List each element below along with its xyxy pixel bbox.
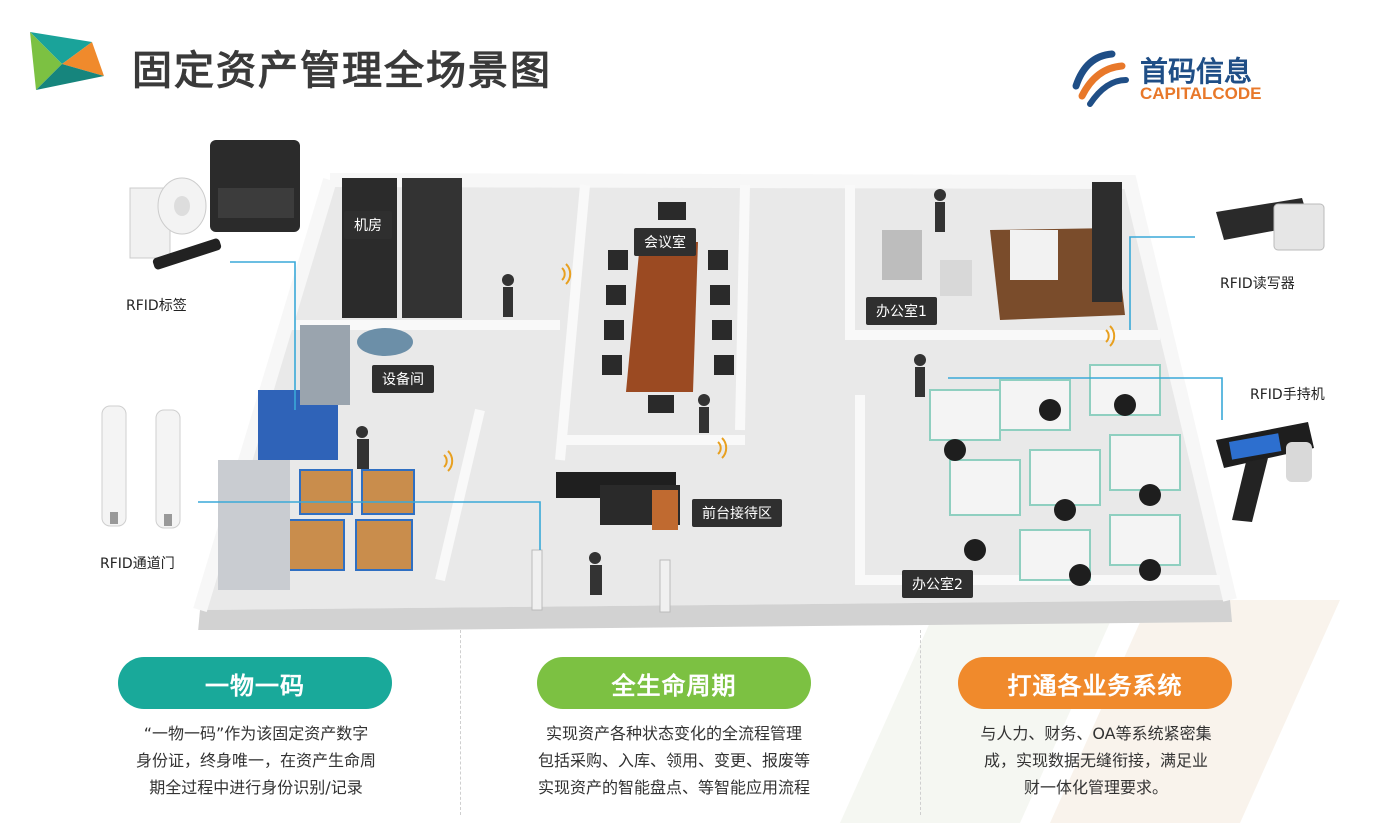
page-title: 固定资产管理全场景图 [132, 48, 552, 94]
desc-line: 期全过程中进行身份识别/记录 [149, 778, 363, 797]
feature-pill-integration: 打通各业务系统 [958, 657, 1232, 709]
desc-line: 实现资产的智能盘点、等智能应用流程 [537, 778, 810, 797]
room-label-office2: 办公室2 [902, 570, 973, 598]
desc-line: 包括采购、入库、领用、变更、报废等 [537, 751, 810, 770]
rfid-handheld-label: RFID手持机 [1250, 387, 1325, 403]
feature-pill-one-code: 一物一码 [118, 657, 392, 709]
room-label-server-room: 机房 [344, 211, 392, 239]
capitalcode-logo-icon [1072, 50, 1129, 107]
room-label-meeting-room: 会议室 [634, 228, 696, 256]
room-label-reception: 前台接待区 [692, 499, 782, 527]
feature-pill-lifecycle: 全生命周期 [537, 657, 811, 709]
brand-name-en: CAPITALCODE [1140, 84, 1262, 103]
desc-line: “一物一码”作为该固定资产数字 [143, 724, 369, 743]
desc-line: 财一体化管理要求。 [1023, 778, 1168, 797]
feature-desc-lifecycle: 实现资产各种状态变化的全流程管理 包括采购、入库、领用、变更、报废等 实现资产的… [524, 720, 824, 801]
floor-plan-scene [193, 173, 1237, 630]
rfid-tag-printer-illustration [129, 140, 300, 270]
background-decoration [840, 600, 1340, 823]
rfid-handheld-illustration [1216, 422, 1314, 522]
rfid-tag-label: RFID标签 [126, 298, 187, 314]
column-divider [920, 630, 921, 815]
room-label-office1: 办公室1 [866, 297, 937, 325]
brand-name-cn: 首码信息 [1140, 55, 1253, 88]
column-divider [460, 630, 461, 815]
desc-line: 实现资产各种状态变化的全流程管理 [545, 724, 802, 743]
feature-desc-one-code: “一物一码”作为该固定资产数字 身份证，终身唯一，在资产生命周 期全过程中进行身… [106, 720, 406, 801]
rfid-gate-label: RFID通道门 [100, 556, 175, 572]
desc-line: 与人力、财务、OA等系统紧密集 [980, 724, 1212, 743]
desc-line: 成，实现数据无缝衔接，满足业 [983, 751, 1208, 770]
rfid-reader-illustration [1216, 198, 1325, 251]
rfid-reader-label: RFID读写器 [1220, 276, 1295, 292]
rfid-gate-illustration [101, 405, 181, 529]
desc-line: 身份证，终身唯一，在资产生命周 [135, 751, 376, 770]
rfid-signal-icon [443, 263, 1116, 472]
feature-desc-integration: 与人力、财务、OA等系统紧密集 成，实现数据无缝衔接，满足业 财一体化管理要求。 [946, 720, 1246, 801]
triangle-logo-icon [30, 32, 104, 90]
room-label-equipment-room: 设备间 [372, 365, 434, 393]
